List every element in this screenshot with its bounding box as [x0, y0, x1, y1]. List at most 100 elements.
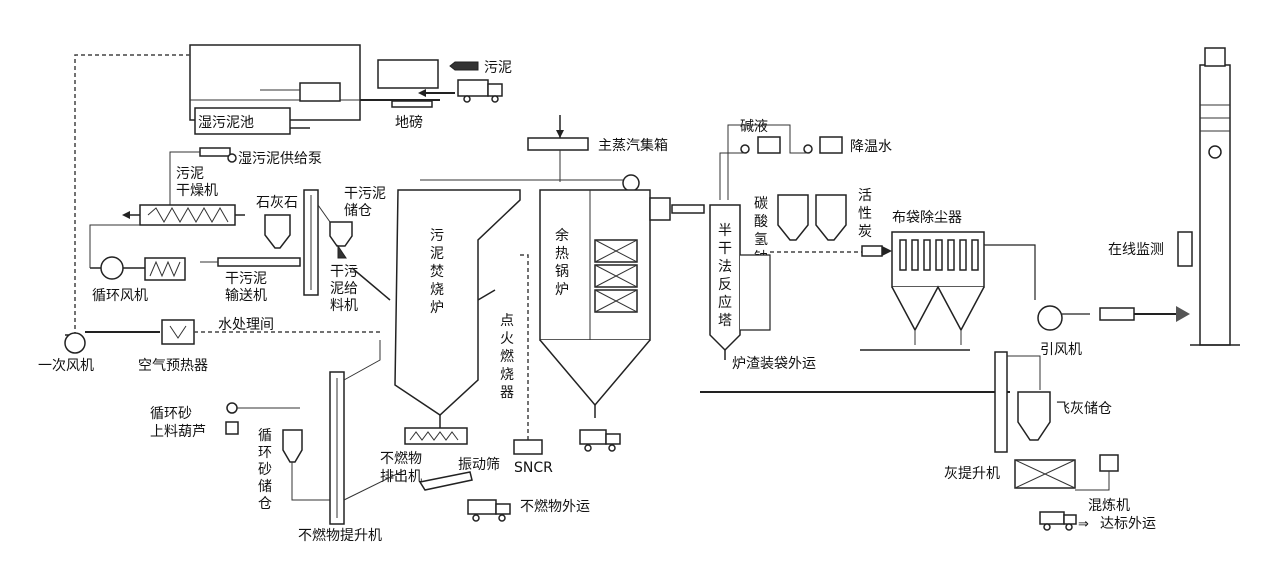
incinerator-char-3: 焚 — [430, 264, 444, 280]
dry-sludge-conveyor-label-2: 输送机 — [225, 288, 267, 304]
bag-filter-label: 布袋除尘器 — [892, 210, 962, 226]
wet-sludge-pool-area: 湿污泥池 — [189, 44, 361, 135]
bicarbonate-char-1: 碳 — [754, 196, 768, 212]
dry-sludge-feeder-label-3: 料机 — [330, 298, 358, 314]
sludge-label: 污泥 — [484, 60, 512, 76]
incombustible-elevator: 不燃物提升机 — [298, 340, 406, 544]
sludge-dryer-label-1: 污泥 — [176, 166, 204, 182]
wet-sludge-pool — [194, 107, 291, 135]
ignition-burner-char-4: 烧 — [500, 367, 514, 383]
dry-sludge-feeder: 干污 泥给 料机 — [330, 264, 391, 314]
primary-fan: 一次风机 — [38, 331, 160, 374]
qualified-transport-label: 达标外运 — [1100, 516, 1156, 532]
online-monitor-label: 在线监测 — [1108, 242, 1164, 258]
boiler-tube-bank — [594, 239, 638, 313]
circ-sand-hoist-label-2: 上料葫芦 — [150, 424, 206, 440]
boiler-char-4: 炉 — [555, 282, 569, 298]
dry-sludge-conveyor: 干污泥 输送机 — [200, 257, 301, 304]
incinerator-char-5: 炉 — [430, 300, 444, 316]
ash-elevator: 灰提升机 — [944, 351, 1041, 482]
slag-truck-icon — [579, 429, 621, 452]
water-treatment-label: 水处理间 — [218, 317, 274, 333]
ignition-burner-char-1: 点 — [500, 313, 514, 329]
dry-sludge-feeder-label-2: 泥给 — [330, 281, 358, 297]
reactor-char-2: 干 — [718, 241, 732, 257]
air-preheater-label: 空气预热器 — [138, 358, 208, 374]
ignition-burner-char-5: 器 — [500, 385, 514, 401]
circ-sand-bin-char-2: 环 — [258, 445, 272, 461]
dry-sludge-conveyor-label-1: 干污泥 — [225, 271, 267, 287]
sludge-dryer-label-2: 干燥机 — [176, 183, 218, 199]
ignition-burner-char-2: 火 — [500, 331, 514, 347]
mixer: 混炼机 — [1014, 454, 1130, 514]
incinerator-char-2: 泥 — [430, 246, 444, 262]
activated-carbon-char-3: 炭 — [858, 224, 872, 240]
cooling-water-label: 降温水 — [850, 139, 892, 155]
ash-elevator-label: 灰提升机 — [944, 466, 1000, 482]
stack — [1190, 47, 1240, 346]
circ-sand-bin-char-4: 储 — [258, 479, 272, 495]
activated-carbon-char-1: 活 — [858, 188, 872, 204]
wet-sludge-pump-label: 湿污泥供给泵 — [238, 151, 322, 167]
sludge-truck-icon — [457, 79, 503, 103]
alkali-tank: 碱液 — [719, 119, 781, 200]
fly-ash-bin-label: 飞灰储仓 — [1056, 401, 1112, 417]
reactor-char-6: 塔 — [718, 313, 732, 329]
sludge-incinerator: 污 泥 焚 烧 炉 — [394, 189, 521, 428]
incombustible-transport-label: 不燃物外运 — [520, 498, 590, 515]
bag-filter: 布袋除尘器 — [891, 210, 985, 345]
weighbridge-label: 地磅 — [395, 114, 423, 131]
dry-sludge-bin: 干污泥 储仓 — [317, 186, 386, 259]
main-steam-header-label: 主蒸汽集箱 — [598, 137, 668, 154]
boiler-char-3: 锅 — [555, 264, 569, 280]
sludge-dryer: 污泥 干燥机 — [122, 166, 245, 226]
alkali-label: 碱液 — [740, 119, 768, 135]
activated-carbon-char-2: 性 — [858, 206, 872, 222]
boiler-char-2: 热 — [555, 246, 569, 262]
incombustible-discharger: 不燃物 排出机 — [380, 427, 468, 485]
primary-fan-label: 一次风机 — [38, 358, 94, 374]
incombustible-truck-icon: 不燃物外运 — [467, 498, 590, 522]
limestone-bin: 石灰石 — [256, 195, 298, 249]
dry-sludge-bin-label-1: 干污泥 — [344, 186, 386, 202]
cooling-water-tank: 降温水 — [727, 124, 892, 200]
reactor-char-5: 应 — [718, 294, 732, 311]
waste-heat-boiler: 余 热 锅 炉 — [539, 189, 705, 418]
reactor-char-1: 半 — [718, 223, 732, 239]
bicarbonate-char-2: 酸 — [754, 214, 768, 230]
circulating-fan: 循环风机 — [89, 224, 186, 304]
induced-fan: 引风机 — [1037, 305, 1190, 358]
activated-carbon-silo: 活 性 炭 — [815, 188, 872, 241]
incombustible-elevator-label: 不燃物提升机 — [298, 527, 382, 544]
mixer-label: 混炼机 — [1088, 498, 1130, 514]
circulating-sand-bin: 循 环 砂 储 仓 — [258, 428, 340, 512]
ignition-burner: 点 火 燃 烧 器 — [477, 289, 514, 401]
semi-dry-reactor: 半 干 法 反 应 塔 炉渣装袋外运 — [709, 204, 816, 372]
limestone-label: 石灰石 — [256, 195, 298, 211]
incinerator-char-1: 污 — [430, 228, 444, 244]
online-monitor: 在线监测 — [1108, 231, 1193, 267]
qualified-truck-icon: ⇒ 达标外运 — [1039, 511, 1156, 532]
bicarbonate-char-3: 氢 — [754, 232, 768, 248]
circ-sand-bin-char-5: 仓 — [258, 496, 272, 512]
sncr-unit: SNCR — [513, 439, 553, 476]
reactor-char-3: 法 — [718, 259, 732, 275]
ignition-burner-char-3: 燃 — [500, 348, 514, 365]
circulating-sand-hoist: 循环砂 上料葫芦 — [150, 402, 300, 440]
incombustible-discharger-label-1: 不燃物 — [380, 450, 422, 467]
air-preheater: 空气预热器 — [138, 319, 380, 374]
boiler-char-1: 余 — [555, 227, 569, 244]
circulating-fan-label: 循环风机 — [92, 288, 148, 304]
vibrating-screen-label: 振动筛 — [458, 457, 500, 473]
fly-ash-bin: 飞灰储仓 — [1017, 391, 1112, 441]
circ-sand-hoist-label-1: 循环砂 — [150, 406, 192, 422]
incinerator-char-4: 烧 — [430, 282, 444, 298]
wet-sludge-pool-label: 湿污泥池 — [198, 115, 254, 131]
incombustible-discharger-label-2: 排出机 — [380, 469, 422, 485]
main-steam-header: 主蒸汽集箱 — [420, 115, 668, 192]
reactor-char-4: 反 — [718, 277, 732, 293]
dry-sludge-bin-label-2: 储仓 — [344, 203, 372, 219]
weighbridge-area: 地磅 污泥 — [360, 59, 512, 131]
wet-sludge-pump: 湿污泥供给泵 — [169, 147, 322, 210]
